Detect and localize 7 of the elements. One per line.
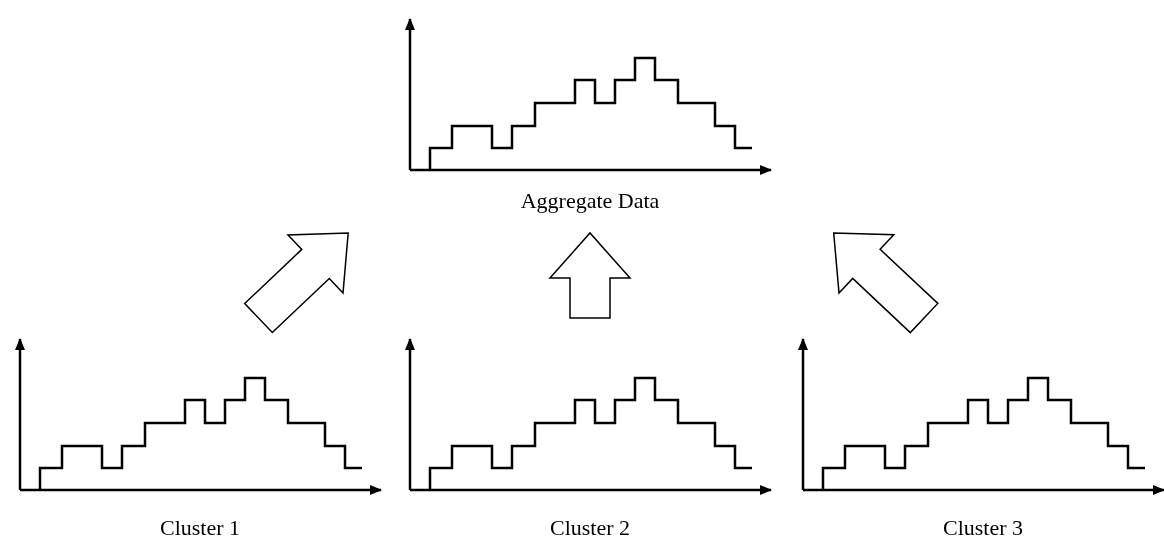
chart-caption: Aggregate Data xyxy=(520,188,660,214)
chart-caption: Cluster 3 xyxy=(942,515,1024,541)
block-arrow xyxy=(832,232,939,334)
chart-caption: Cluster 1 xyxy=(159,515,241,541)
block-arrow xyxy=(243,232,350,334)
block-arrow xyxy=(548,231,632,319)
chart-caption: Cluster 2 xyxy=(549,515,631,541)
